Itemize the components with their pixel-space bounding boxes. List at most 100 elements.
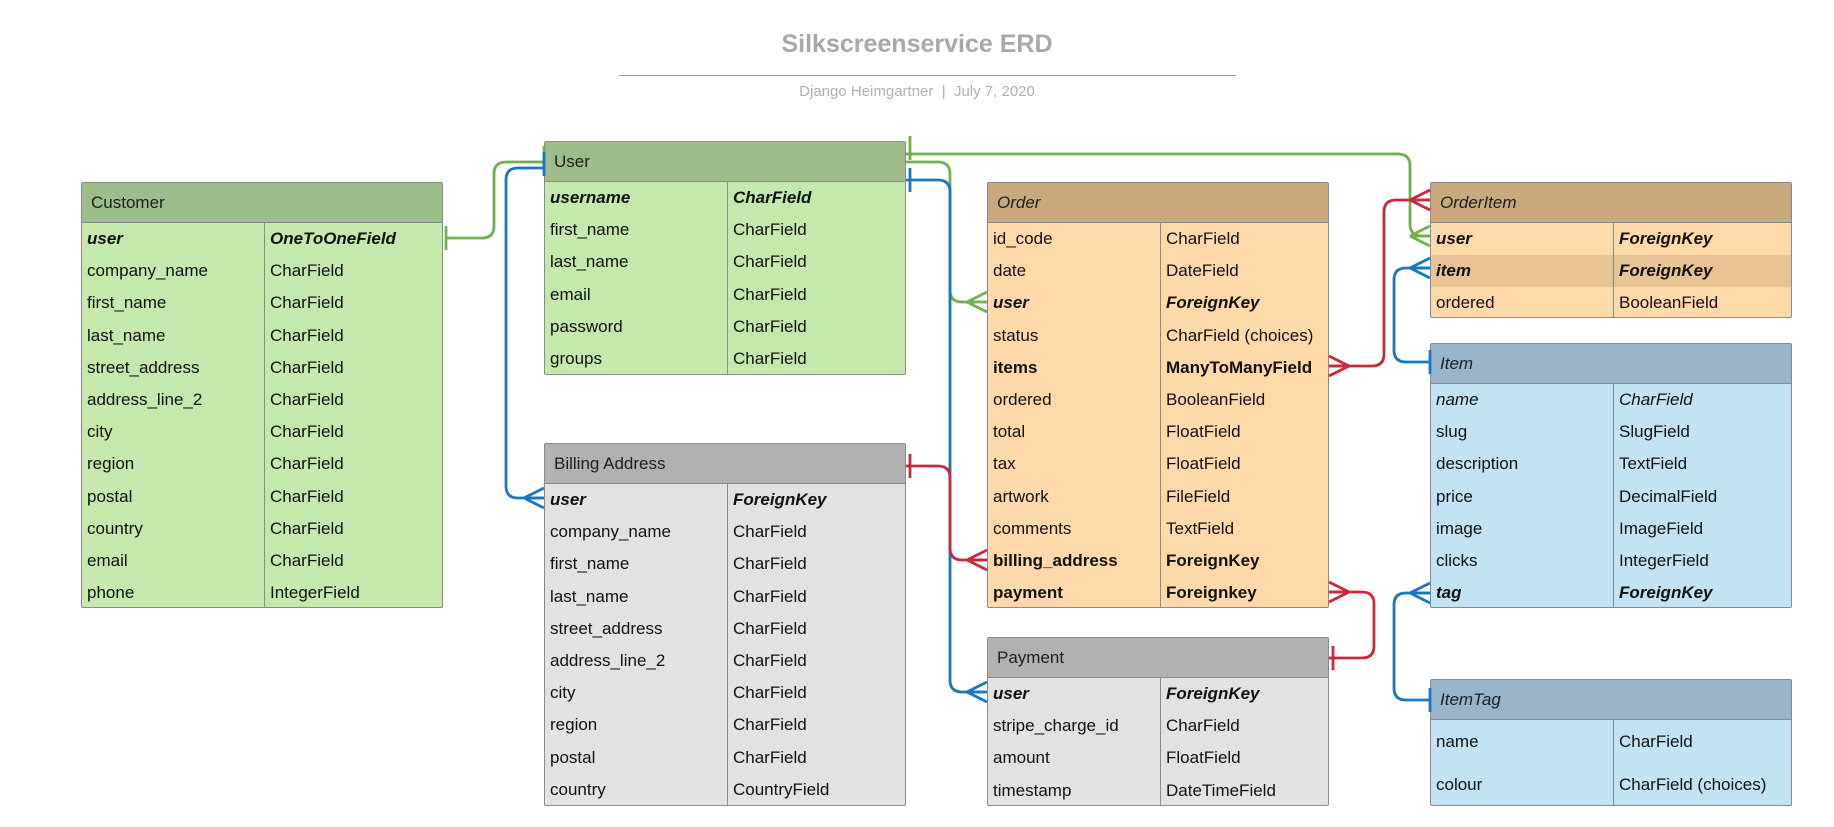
field-type: ForeignKey	[1160, 678, 1328, 711]
field-row: user ForeignKey	[545, 484, 905, 517]
field-name: first_name	[550, 220, 630, 240]
field-type: ForeignKey	[727, 484, 905, 517]
field-type: CharField	[1160, 710, 1328, 743]
field-name: address_line_2	[550, 651, 666, 671]
entity-header: Item	[1431, 344, 1791, 384]
field-name: user	[993, 684, 1029, 704]
field-type: CharField	[264, 383, 442, 417]
diagram-title: Silkscreenservice ERD	[781, 30, 1053, 58]
field-type: CharField	[264, 512, 442, 545]
field-name: address_line_2	[87, 390, 203, 410]
field-type: CharField	[727, 677, 905, 710]
field-type: CharField	[1613, 720, 1791, 763]
field-name: description	[1436, 454, 1519, 474]
field-name: region	[550, 715, 598, 735]
field-name: username	[550, 188, 631, 208]
field-type: TextField	[1613, 448, 1791, 481]
field-type: CharField	[727, 612, 905, 645]
field-row: last_name CharField	[545, 580, 905, 613]
field-name: timestamp	[993, 780, 1072, 800]
field-type: CharField	[264, 416, 442, 449]
field-name: price	[1436, 486, 1473, 506]
field-name: item	[1436, 261, 1471, 281]
field-name: colour	[1436, 774, 1483, 794]
field-row: slug SlugField	[1431, 416, 1791, 449]
field-type: IntegerField	[1613, 544, 1791, 578]
field-type: SlugField	[1613, 416, 1791, 449]
field-type: CharField (choices)	[1160, 319, 1328, 352]
field-name: city	[87, 422, 113, 442]
field-name: slug	[1436, 422, 1468, 442]
field-name: name	[1436, 731, 1479, 751]
field-name: last_name	[550, 586, 629, 606]
field-type: CharField	[264, 544, 442, 578]
field-type: TextField	[1160, 512, 1328, 545]
crows-foot-marker	[1409, 224, 1431, 248]
field-type: IntegerField	[264, 577, 442, 607]
field-type: CharField	[264, 480, 442, 513]
field-name: user	[550, 490, 586, 510]
field-name: image	[1436, 518, 1483, 538]
field-name: company_name	[87, 261, 208, 281]
field-row: payment Foreignkey	[988, 577, 1328, 607]
field-row: phone IntegerField	[82, 577, 442, 607]
entity-header: OrderItem	[1431, 183, 1791, 223]
field-type: DateField	[1160, 255, 1328, 288]
field-name: artwork	[993, 486, 1049, 506]
field-type: ForeignKey	[1613, 223, 1791, 256]
field-type: CharField	[1160, 223, 1328, 256]
field-row: name CharField	[1431, 720, 1791, 763]
field-type: CharField	[727, 580, 905, 613]
field-name: street_address	[550, 618, 663, 638]
field-type: CharField	[264, 351, 442, 384]
crows-foot-marker	[1409, 188, 1431, 212]
field-type: CharField	[264, 255, 442, 288]
crows-foot-marker	[966, 290, 988, 314]
field-name: street_address	[87, 357, 200, 377]
entity-header: User	[545, 142, 905, 182]
field-name: billing_address	[993, 550, 1118, 570]
title-divider	[619, 75, 1236, 76]
field-type: ForeignKey	[1160, 544, 1328, 578]
field-type: ForeignKey	[1160, 287, 1328, 320]
field-type: ImageField	[1613, 512, 1791, 545]
field-row: street_address CharField	[545, 612, 905, 645]
relation-user-order	[906, 160, 987, 304]
crows-foot-marker	[1409, 256, 1431, 280]
field-type: CharField	[1613, 384, 1791, 417]
field-name: ordered	[993, 390, 1052, 410]
field-type: FloatField	[1160, 448, 1328, 481]
field-name: groups	[550, 349, 602, 369]
field-name: phone	[87, 583, 135, 603]
field-type: BooleanField	[1160, 383, 1328, 417]
field-name: region	[87, 454, 135, 474]
field-name: payment	[993, 583, 1063, 603]
field-type: FloatField	[1160, 742, 1328, 775]
crows-foot-marker	[1328, 580, 1350, 604]
field-type: CharField	[727, 246, 905, 279]
field-type: Foreignkey	[1160, 577, 1328, 607]
